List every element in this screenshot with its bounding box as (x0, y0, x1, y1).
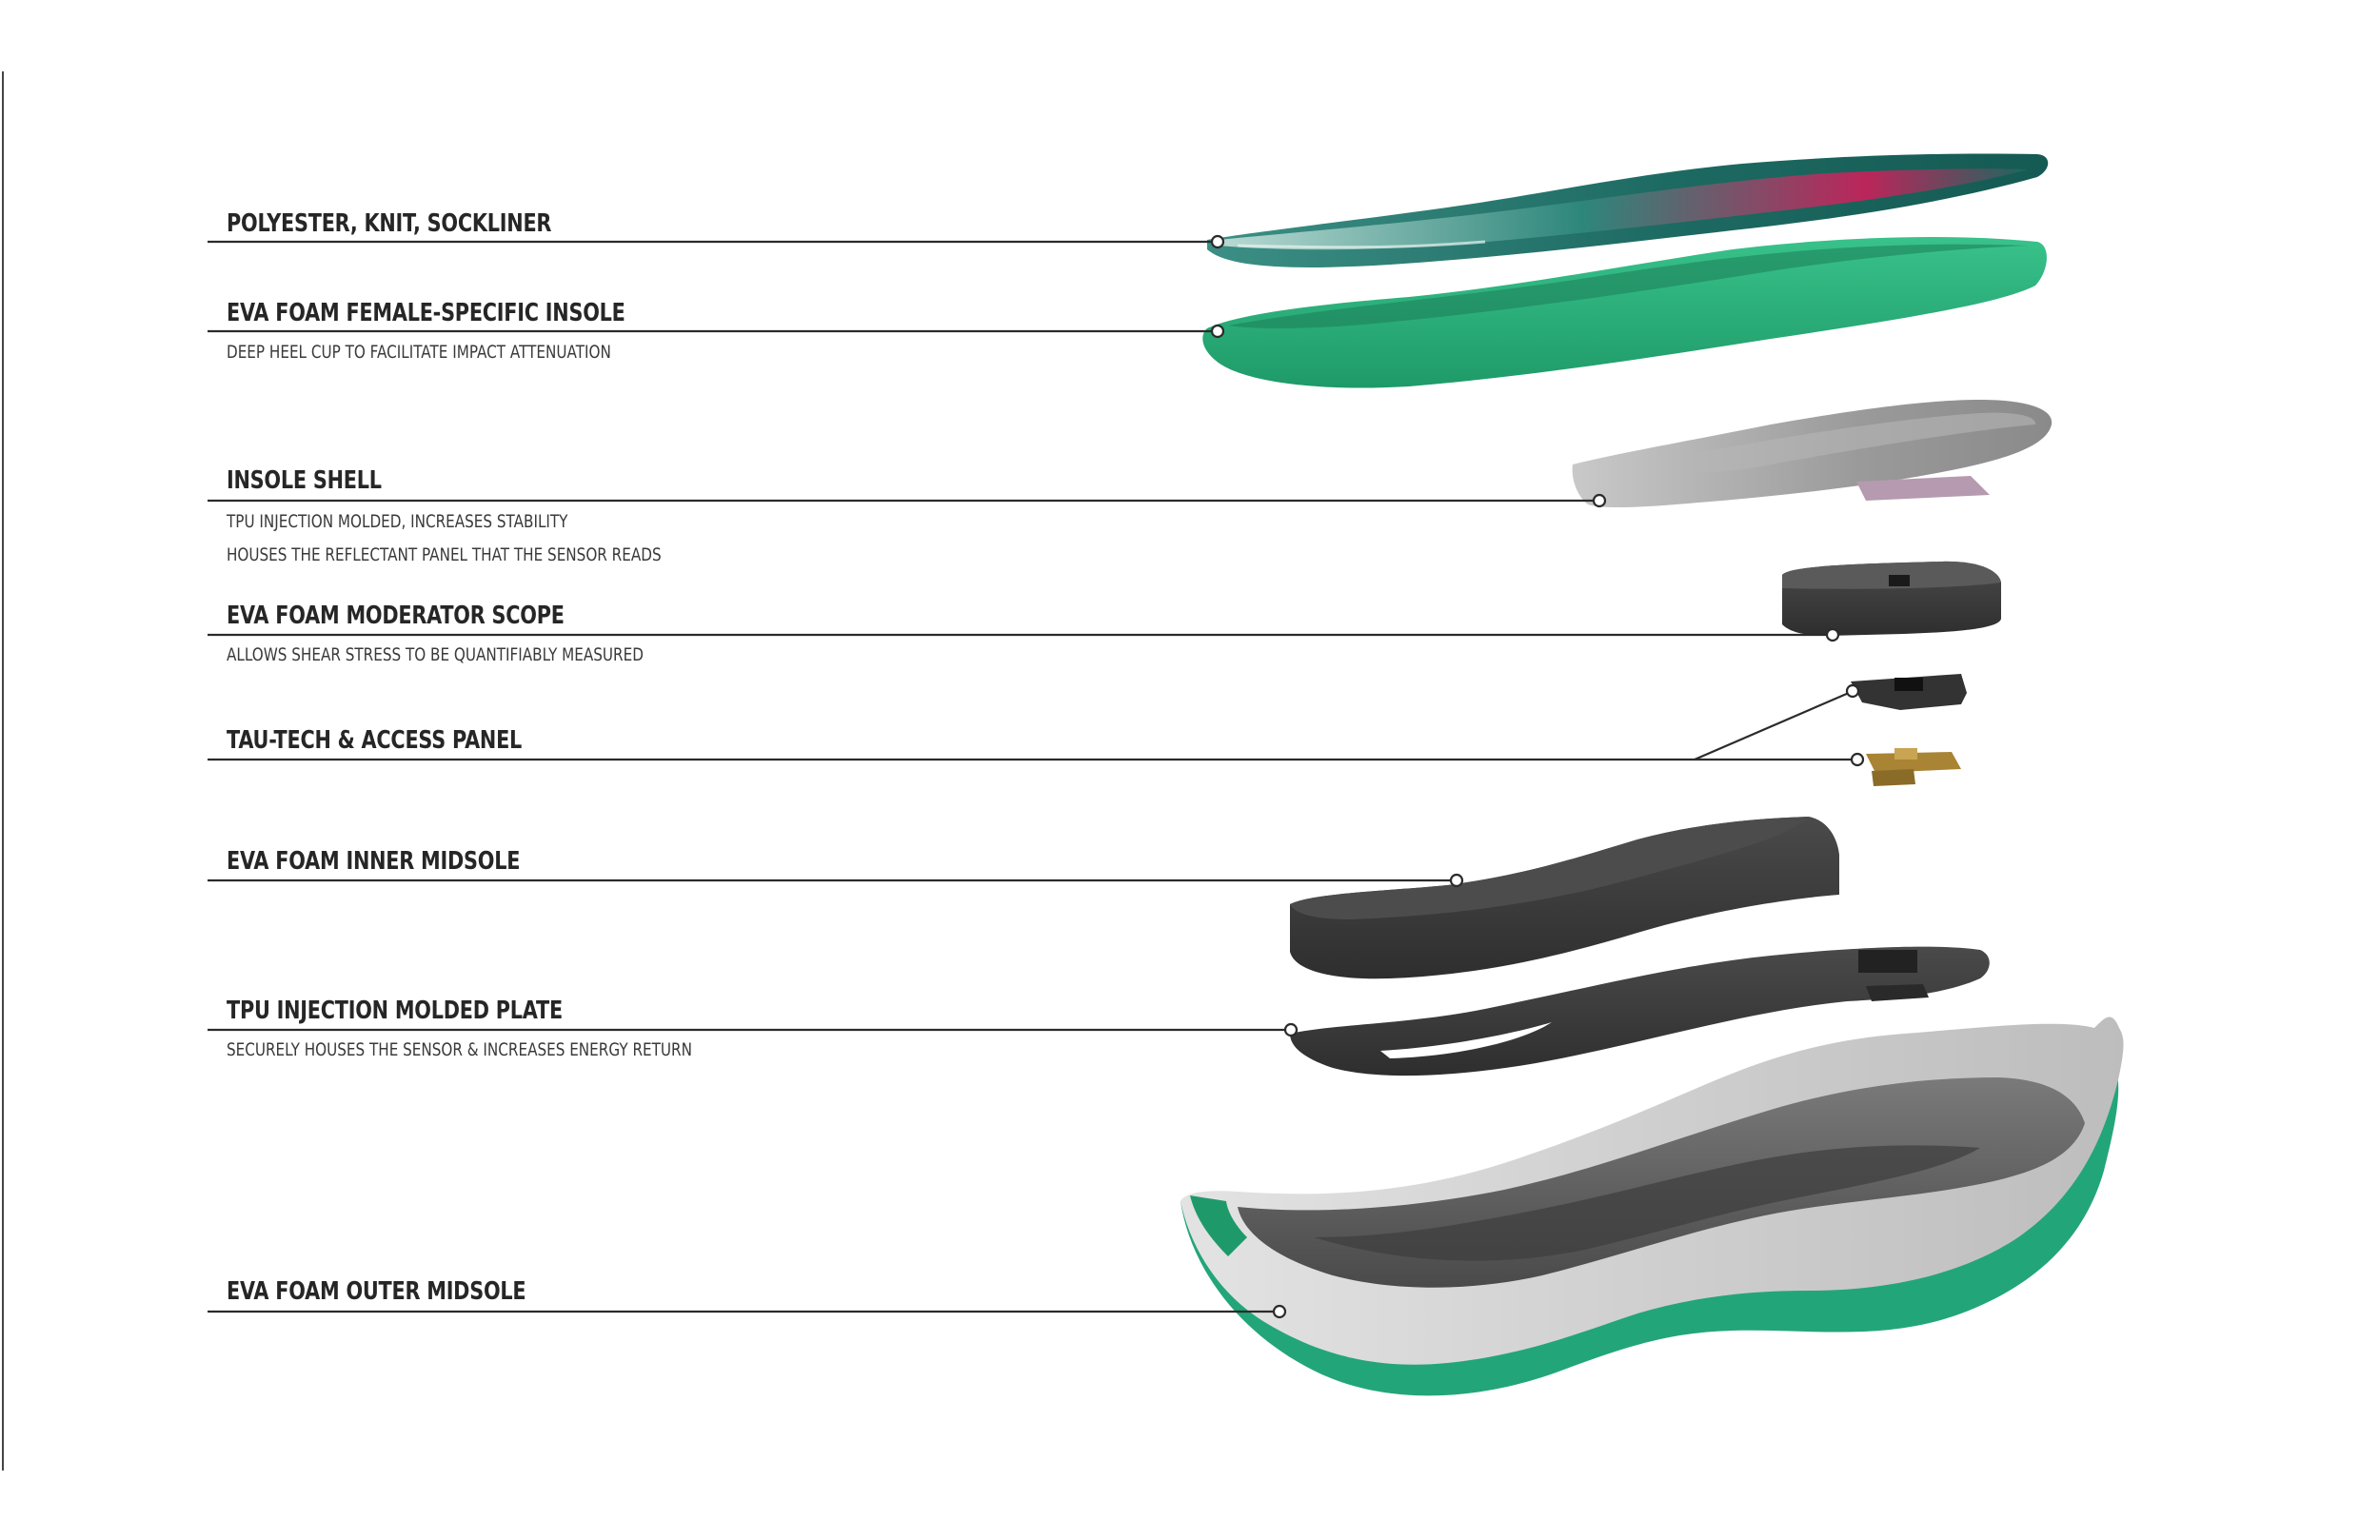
leader-dot-plate (1285, 1024, 1297, 1036)
access-panel-illustration (1851, 674, 1967, 710)
label-outer-midsole: EVA FOAM OUTER MIDSOLE (227, 1277, 1179, 1306)
leader-dot-moderator (1827, 629, 1838, 641)
label-desc-insole-shell-1: TPU INJECTION MOLDED, INCREASES STABILIT… (227, 510, 988, 533)
leader-dot-sensor (1852, 754, 1863, 765)
label-title-outer-midsole: EVA FOAM OUTER MIDSOLE (227, 1277, 988, 1306)
insole-shell-illustration (1573, 400, 2053, 507)
outer-midsole-illustration (1180, 1017, 2124, 1395)
label-desc-insole: DEEP HEEL CUP TO FACILITATE IMPACT ATTEN… (227, 341, 988, 364)
label-title-insole: EVA FOAM FEMALE-SPECIFIC INSOLE (227, 299, 988, 327)
label-title-insole-shell: INSOLE SHELL (227, 466, 988, 495)
label-sockliner: POLYESTER, KNIT, SOCKLINER (227, 209, 1179, 238)
label-title-tau-tech: TAU-TECH & ACCESS PANEL (227, 726, 988, 755)
label-plate: TPU INJECTION MOLDED PLATE SECURELY HOUS… (227, 997, 1179, 1061)
label-moderator: EVA FOAM MODERATOR SCOPE ALLOWS SHEAR ST… (227, 602, 1179, 666)
label-title-inner-midsole: EVA FOAM INNER MIDSOLE (227, 847, 988, 876)
leader-dot-outer-midsole (1274, 1306, 1285, 1317)
label-insole-shell: INSOLE SHELL TPU INJECTION MOLDED, INCRE… (227, 466, 1179, 566)
leader-line-access-panel-branch (1695, 693, 1849, 760)
label-inner-midsole: EVA FOAM INNER MIDSOLE (227, 847, 1179, 876)
label-tau-tech: TAU-TECH & ACCESS PANEL (227, 726, 1179, 755)
label-desc-plate: SECURELY HOUSES THE SENSOR & INCREASES E… (227, 1038, 988, 1061)
label-title-plate: TPU INJECTION MOLDED PLATE (227, 997, 988, 1025)
leader-dot-insole (1212, 326, 1223, 337)
moderator-scope-illustration (1782, 562, 2001, 636)
label-title-sockliner: POLYESTER, KNIT, SOCKLINER (227, 209, 988, 238)
leader-dot-insole-shell (1594, 495, 1605, 506)
inner-midsole-illustration (1290, 817, 1839, 978)
label-desc-moderator: ALLOWS SHEAR STRESS TO BE QUANTIFIABLY M… (227, 643, 988, 666)
leader-dot-access-panel (1847, 685, 1858, 697)
leader-dot-sockliner (1212, 236, 1223, 247)
sensor-illustration (1866, 748, 1961, 786)
leader-dot-inner-midsole (1451, 875, 1462, 886)
label-desc-insole-shell-2: HOUSES THE REFLECTANT PANEL THAT THE SEN… (227, 543, 988, 566)
label-insole: EVA FOAM FEMALE-SPECIFIC INSOLE DEEP HEE… (227, 299, 1179, 364)
label-title-moderator: EVA FOAM MODERATOR SCOPE (227, 602, 988, 630)
